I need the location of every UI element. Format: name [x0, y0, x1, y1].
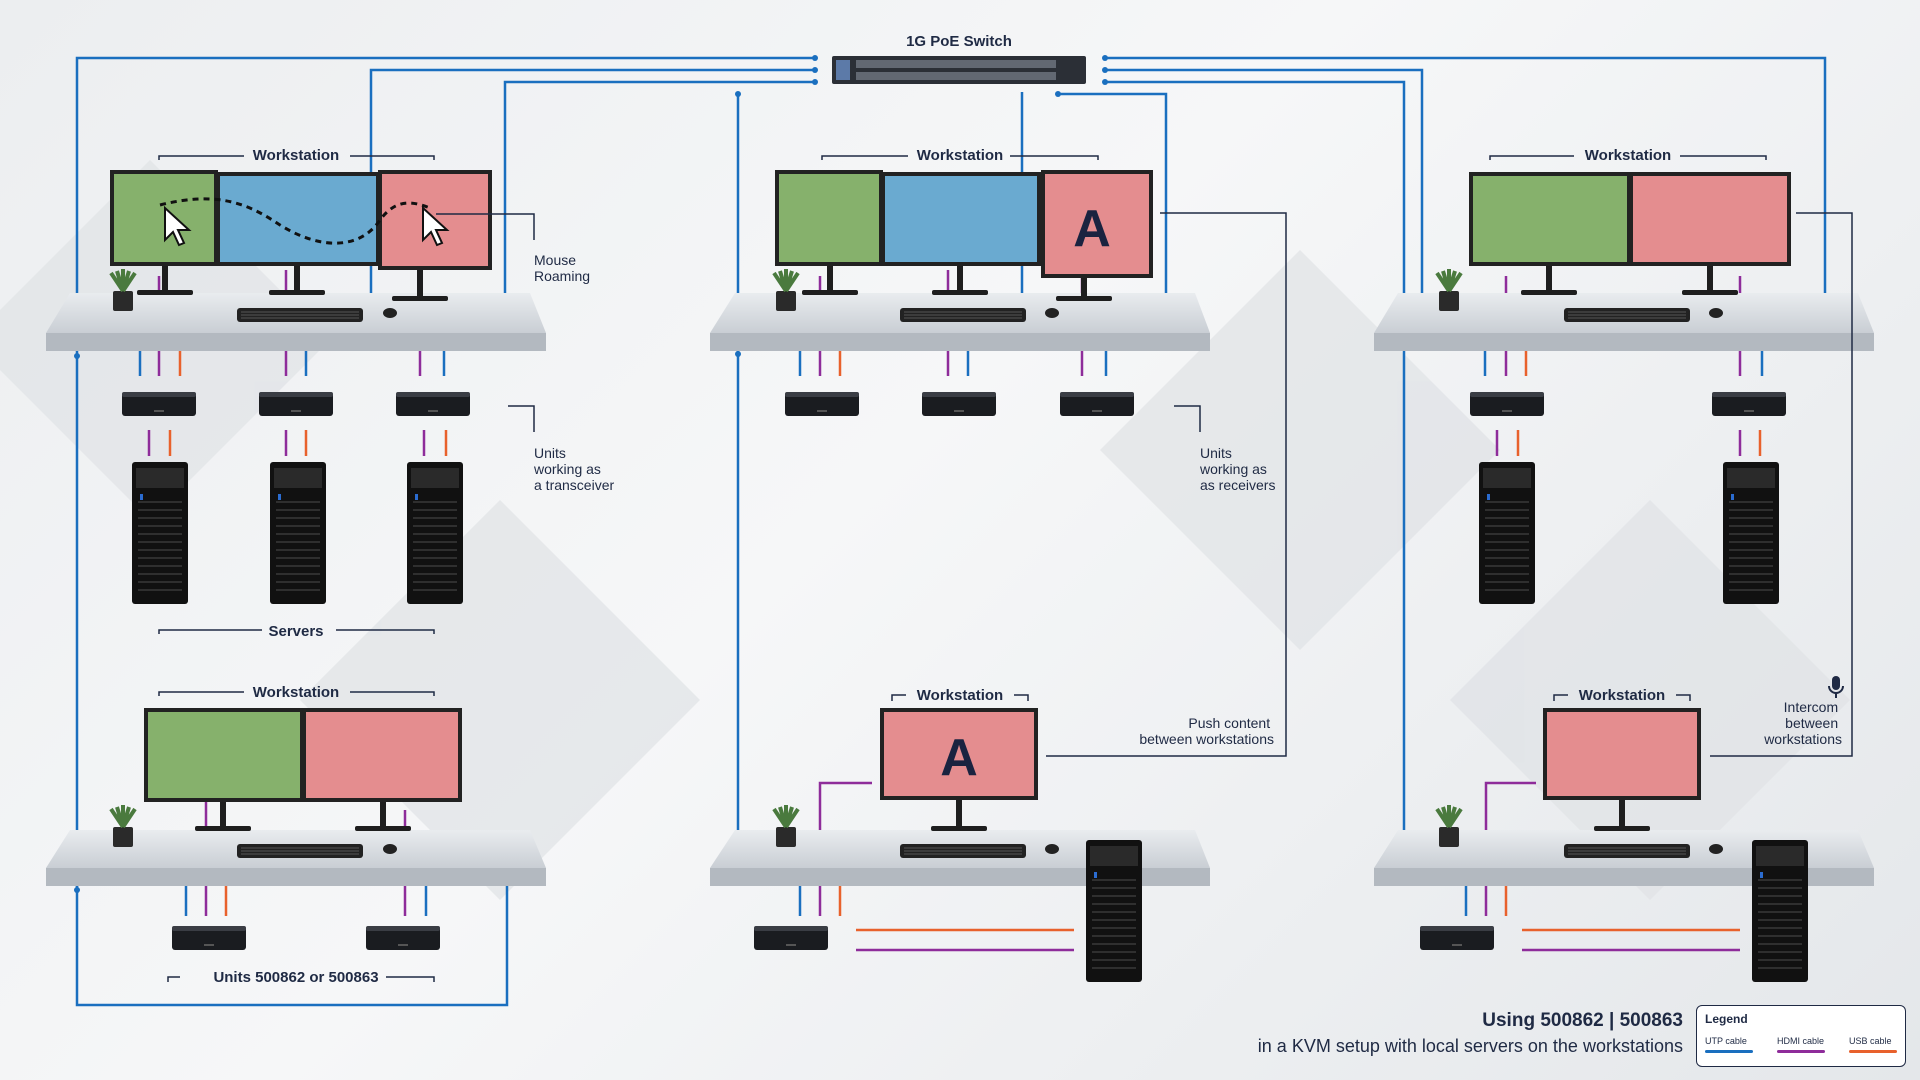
legend-hdmi-label: HDMI cable: [1777, 1036, 1825, 1046]
legend-title: Legend: [1705, 1012, 1748, 1026]
page-title: Using 500862 | 500863: [1482, 1010, 1683, 1031]
mouse-roaming-path: [159, 197, 431, 245]
microphone-icon: [1828, 676, 1844, 698]
poe-switch: [832, 56, 1086, 84]
switch-label: 1G PoE Switch: [906, 33, 1012, 50]
legend-usb-swatch: [1849, 1050, 1897, 1053]
bracket-lines: [158, 155, 1853, 982]
servers-label: Servers: [268, 623, 323, 640]
workstation-label-4: Workstation: [253, 684, 339, 701]
workstation-label-1: Workstation: [253, 147, 339, 164]
workstation-label-2: Workstation: [917, 147, 1003, 164]
legend-usb-label: USB cable: [1849, 1036, 1892, 1046]
page-subtitle: in a KVM setup with local servers on the…: [1257, 1036, 1683, 1056]
mouse-roaming-note: Mouse Roaming: [534, 252, 590, 284]
intercom-note: Intercom between workstations: [1763, 699, 1842, 747]
legend: Legend UTP cable HDMI cable USB cable: [1696, 1005, 1906, 1067]
legend-utp-swatch: [1705, 1050, 1753, 1053]
screen-letter-top: A: [1073, 200, 1111, 258]
monitors: [110, 170, 1791, 831]
workstation-label-3: Workstation: [1585, 147, 1671, 164]
workstation-label-6: Workstation: [1579, 687, 1665, 704]
legend-hdmi-swatch: [1777, 1050, 1825, 1053]
push-content-note: Push content between workstations: [1139, 715, 1274, 747]
workstation-label-5: Workstation: [917, 687, 1003, 704]
cable-dots: [74, 55, 1108, 893]
cursor-icon: [164, 205, 450, 247]
legend-utp-label: UTP cable: [1705, 1036, 1747, 1046]
screen-letter-bottom: A: [940, 729, 978, 787]
units-label: Units 500862 or 500863: [213, 969, 378, 986]
receiver-note: Units working as as receivers: [1199, 445, 1275, 493]
transceiver-note: Units working as a transceiver: [533, 445, 614, 493]
